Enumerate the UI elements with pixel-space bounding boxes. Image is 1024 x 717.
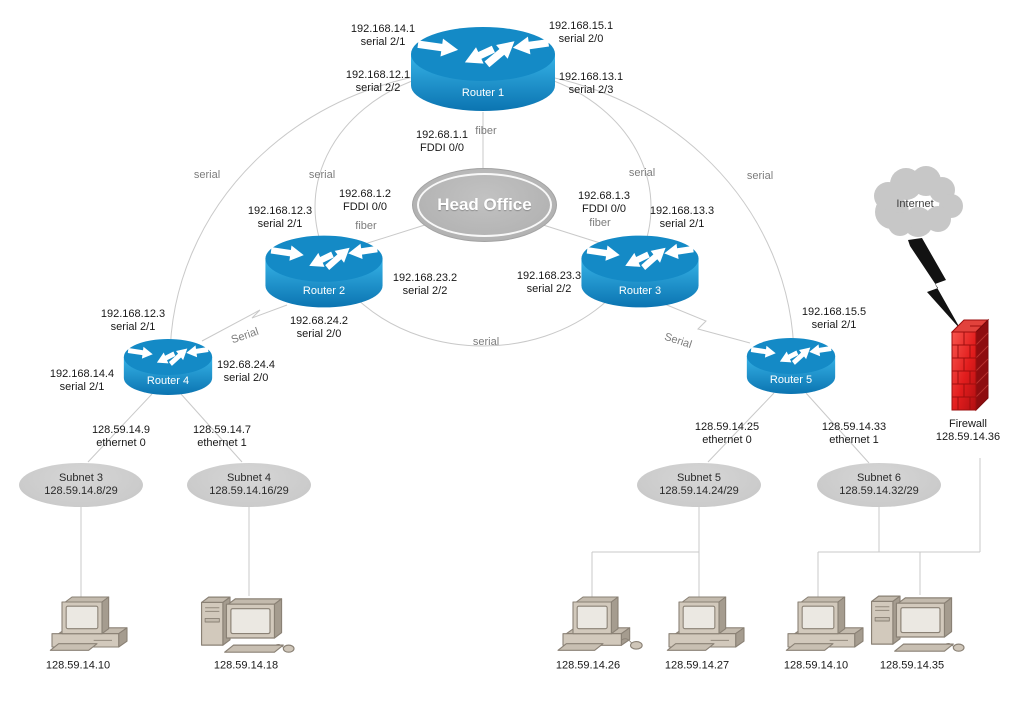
subnet-5-name: Subnet 5 [676, 472, 722, 484]
computer-node[interactable] [43, 592, 131, 652]
subnet-4-name: Subnet 4 [226, 472, 272, 484]
link-type-serial: serial [308, 169, 336, 181]
router-2-node[interactable]: Router 2 [263, 233, 385, 310]
internet-label: Internet [896, 197, 934, 210]
link-subnet6-hosts-firewall [817, 458, 981, 598]
host-ip-label: 128.59.14.35 [879, 659, 945, 672]
router-1-node[interactable]: Router 1 [408, 24, 558, 114]
host-ip-label: 128.59.14.26 [555, 659, 621, 672]
link-router4-subnet3 [87, 393, 153, 463]
router-2-label: Router 2 [302, 284, 346, 297]
router-5-node[interactable]: Router 5 [745, 336, 837, 396]
desktop-computer-icon [666, 596, 745, 651]
link-router5-subnet6 [805, 392, 870, 464]
host-ip-label: 128.59.14.27 [664, 659, 730, 672]
router-1-label: Router 1 [461, 86, 505, 99]
subnet-6-name: Subnet 6 [856, 472, 902, 484]
router-3-label: Router 3 [618, 284, 662, 297]
head-office-node[interactable]: Head Office [412, 168, 557, 242]
desktop-computer-icon [785, 596, 864, 651]
subnet-5-cidr: 128.59.14.24/29 [659, 485, 739, 497]
subnet-4-node[interactable]: Subnet 4 128.59.14.16/29 [187, 463, 311, 507]
firewall-ip: 128.59.14.36 [935, 431, 1001, 443]
head-office-label: Head Office [437, 195, 532, 214]
workstation-icon [870, 595, 965, 652]
link-router3-router5-serial [661, 302, 751, 344]
link-type-fiber: fiber [589, 217, 611, 229]
subnet-3-cidr: 128.59.14.8/29 [44, 485, 118, 497]
computer-node[interactable] [196, 590, 296, 654]
link-type-serial: serial [193, 169, 221, 181]
link-router4-subnet4 [180, 393, 243, 463]
link-subnet5-hosts [591, 507, 700, 598]
link-type-fiber: fiber [475, 125, 497, 137]
subnet-6-node[interactable]: Subnet 6 128.59.14.32/29 [817, 463, 941, 507]
internet-cloud-node[interactable]: Internet [866, 162, 964, 242]
computer-node[interactable] [866, 589, 966, 653]
link-router5-subnet5 [707, 392, 775, 463]
link-router2-router4-serial [201, 304, 288, 342]
link-type-serial: serial [472, 336, 500, 348]
router-4-node[interactable]: Router 4 [122, 337, 214, 397]
link-type-serial: serial [746, 170, 774, 182]
subnet-6-cidr: 128.59.14.32/29 [839, 485, 919, 497]
desktop-computer-icon [49, 596, 128, 651]
subnet-4-cidr: 128.59.14.16/29 [209, 485, 289, 497]
lightning-bolt [908, 238, 961, 330]
router-5-label: Router 5 [769, 373, 813, 386]
firewall-name: Firewall [949, 418, 987, 430]
host-ip-label: 128.59.14.10 [45, 659, 111, 672]
subnet-3-name: Subnet 3 [58, 472, 104, 484]
workstation-icon [200, 596, 295, 653]
link-type-fiber: fiber [355, 220, 377, 232]
computer-node[interactable] [779, 592, 867, 652]
router-3-node[interactable]: Router 3 [579, 233, 701, 310]
subnet-3-node[interactable]: Subnet 3 128.59.14.8/29 [19, 463, 143, 507]
link-type-serial: serial [628, 167, 656, 179]
router-4-label: Router 4 [146, 374, 190, 387]
firewall-node[interactable] [951, 317, 991, 411]
subnet-5-node[interactable]: Subnet 5 128.59.14.24/29 [637, 463, 761, 507]
host-ip-label: 128.59.14.18 [213, 659, 279, 672]
computer-node[interactable] [660, 592, 748, 652]
computer-node[interactable] [555, 592, 651, 652]
host-ip-label: 128.59.14.10 [783, 659, 849, 672]
desktop-with-mouse-icon [557, 596, 643, 651]
firewall-icon [951, 319, 989, 411]
firewall-label: Firewall 128.59.14.36 [936, 418, 1000, 444]
